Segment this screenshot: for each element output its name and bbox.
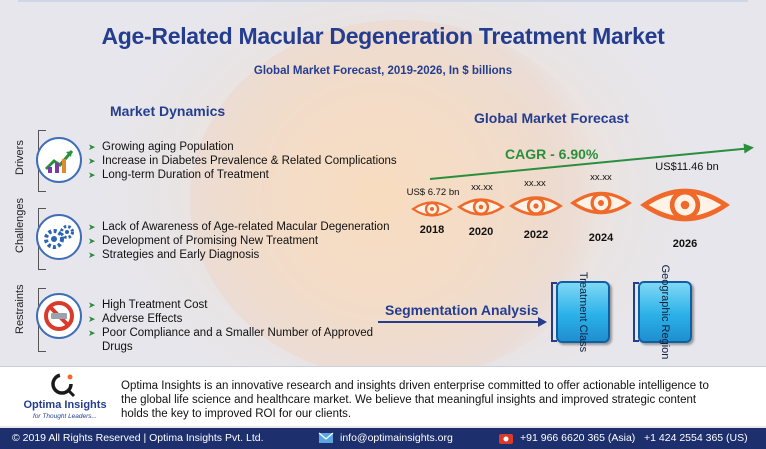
restraints-label: Restraints bbox=[14, 284, 26, 334]
eye-icon bbox=[411, 201, 453, 217]
footer-phone-us[interactable]: +1 424 2554 365 (US) bbox=[644, 432, 748, 444]
arrow-bullet-icon: ➤ bbox=[88, 170, 96, 180]
logo-name: Optima Insights bbox=[23, 399, 107, 411]
arrow-bullet-icon: ➤ bbox=[88, 250, 96, 260]
arrow-bullet-icon: ➤ bbox=[88, 328, 96, 338]
list-item: ➤Strategies and Early Diagnosis bbox=[88, 249, 260, 261]
top-border bbox=[18, 0, 748, 2]
restraints-list: ➤High Treatment Cost ➤Adverse Effects ➤P… bbox=[88, 298, 373, 354]
arrow-bullet-icon: ➤ bbox=[88, 142, 96, 152]
challenges-list: ➤Lack of Awareness of Age-related Macula… bbox=[88, 220, 389, 262]
year-label-2018: 2018 bbox=[419, 224, 445, 236]
forecast-title: Global Market Forecast bbox=[474, 110, 629, 126]
footer-copyright: © 2019 All Rights Reserved | Optima Insi… bbox=[12, 432, 264, 444]
list-item: ➤Lack of Awareness of Age-related Macula… bbox=[88, 221, 390, 233]
no-entry-icon bbox=[36, 293, 82, 339]
year-label-2026: 2026 bbox=[672, 238, 698, 250]
arrow-bullet-icon: ➤ bbox=[88, 300, 96, 310]
eye-icon bbox=[640, 188, 730, 222]
segment-bracket bbox=[551, 282, 557, 342]
arrow-bullet-icon: ➤ bbox=[88, 222, 96, 232]
list-item: ➤High Treatment Cost bbox=[88, 299, 208, 311]
eye-icon bbox=[457, 198, 505, 216]
forecast-value-2018: US$ 6.72 bn bbox=[406, 187, 460, 198]
list-item: ➤Growing aging Population bbox=[88, 141, 234, 153]
arrow-bullet-icon: ➤ bbox=[88, 236, 96, 246]
eye-icon bbox=[570, 191, 632, 215]
segment-treatment-class: Treatment Class bbox=[556, 272, 610, 352]
list-item: Drugs bbox=[102, 341, 133, 353]
email-icon bbox=[318, 432, 334, 443]
company-description: Optima Insights is an innovative researc… bbox=[121, 380, 709, 420]
year-label-2020: 2020 bbox=[468, 226, 494, 238]
forecast-value-2024: xx.xx bbox=[590, 172, 612, 183]
list-item: ➤Poor Compliance and a Smaller Number of… bbox=[88, 327, 374, 339]
footer-bar: © 2019 All Rights Reserved | Optima Insi… bbox=[0, 428, 766, 449]
forecast-value-2022: xx.xx bbox=[524, 178, 546, 189]
arrow-bullet-icon: ➤ bbox=[88, 156, 96, 166]
drivers-label: Drivers bbox=[14, 140, 26, 175]
logo-mark-icon bbox=[51, 373, 76, 398]
arrow-bullet-icon: ➤ bbox=[88, 314, 96, 324]
market-dynamics-title: Market Dynamics bbox=[110, 103, 226, 119]
gears-icon bbox=[36, 214, 82, 260]
footer-phone-asia[interactable]: +91 966 6620 365 (Asia) bbox=[520, 432, 636, 444]
company-logo: Optima Insights for Thought Leaders... bbox=[20, 370, 110, 426]
year-label-2024: 2024 bbox=[588, 232, 614, 244]
list-item: ➤Increase in Diabetes Prevalence & Relat… bbox=[88, 155, 397, 167]
page-subtitle: Global Market Forecast, 2019-2026, In $ … bbox=[253, 65, 513, 77]
segment-bracket bbox=[633, 282, 639, 342]
challenges-label: Challenges bbox=[14, 197, 26, 253]
eye-icon bbox=[509, 196, 563, 216]
phone-icon bbox=[499, 434, 513, 444]
year-label-2022: 2022 bbox=[523, 229, 549, 241]
segmentation-title: Segmentation Analysis bbox=[385, 302, 539, 318]
segmentation-arrow bbox=[378, 321, 540, 323]
logo-tagline: for Thought Leaders... bbox=[33, 413, 97, 420]
forecast-value-2026: US$11.46 bn bbox=[655, 161, 719, 173]
footer-email-link[interactable]: info@optimainsights.org bbox=[340, 432, 453, 444]
cagr-label: CAGR - 6.90% bbox=[505, 146, 599, 162]
forecast-value-2020: xx.xx bbox=[471, 182, 493, 193]
segment-geographic-region: Geographic Region bbox=[638, 265, 692, 359]
company-info-panel bbox=[0, 366, 766, 426]
cagr-arrowhead-icon bbox=[743, 142, 755, 154]
segmentation-arrowhead-icon bbox=[538, 317, 547, 327]
list-item: ➤Long-term Duration of Treatment bbox=[88, 169, 269, 181]
growth-chart-icon bbox=[36, 137, 82, 183]
page-title: Age-Related Macular Degeneration Treatme… bbox=[101, 23, 665, 49]
list-item: ➤Adverse Effects bbox=[88, 313, 183, 325]
drivers-list: ➤Growing aging Population ➤Increase in D… bbox=[88, 140, 397, 182]
list-item: ➤Development of Promising New Treatment bbox=[88, 235, 319, 247]
